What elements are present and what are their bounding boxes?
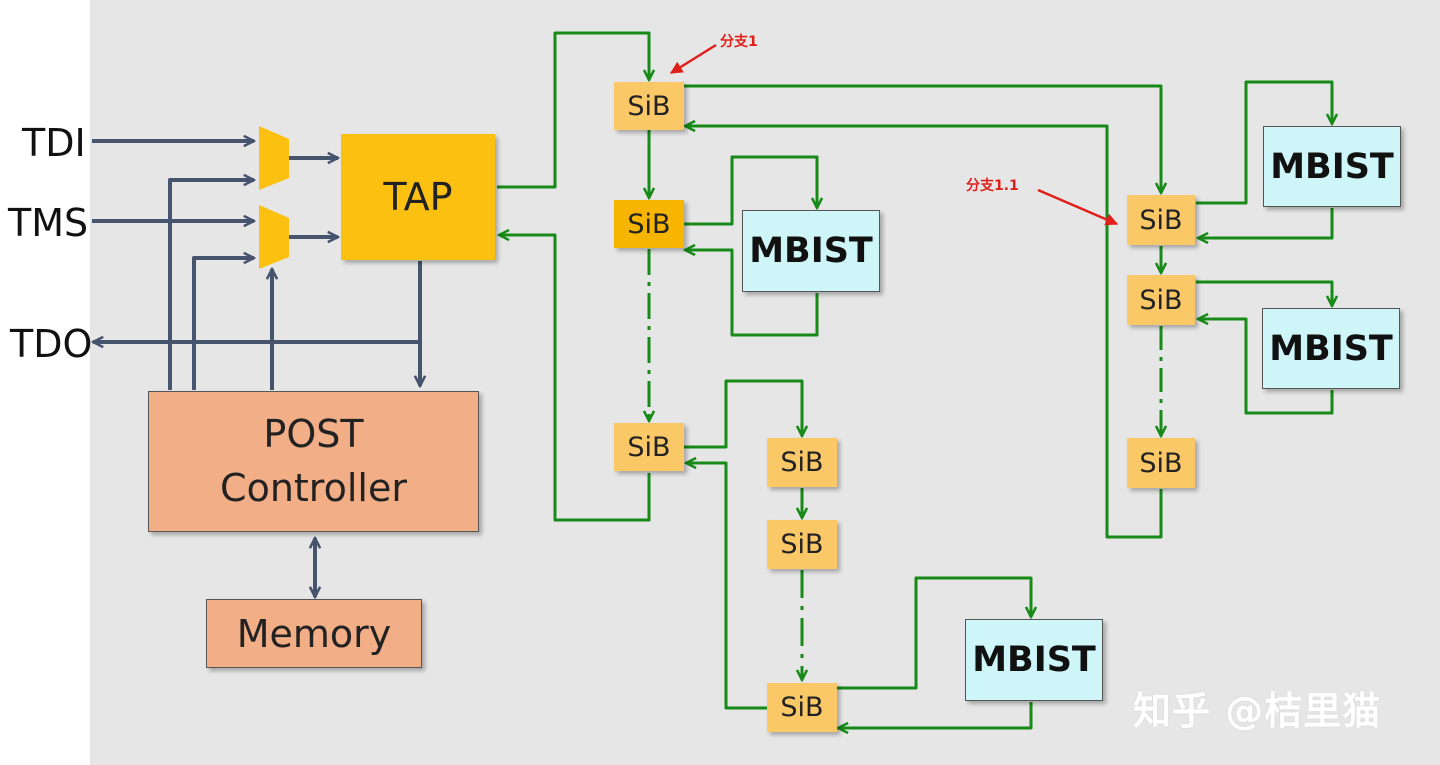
control-wires bbox=[92, 141, 420, 597]
tap-label: TAP bbox=[383, 175, 453, 219]
post-to-mux1-wire bbox=[168, 180, 254, 390]
post-to-mux2-wire bbox=[192, 258, 254, 390]
sib-label: SiB bbox=[1139, 447, 1183, 479]
mbist-3: MBIST bbox=[1262, 308, 1400, 389]
annotation-pointers bbox=[669, 43, 1119, 226]
mbist-label: MBIST bbox=[1269, 328, 1393, 369]
post-controller-label-line2: Controller bbox=[220, 465, 407, 510]
sib-9: SiB bbox=[1127, 438, 1195, 488]
sib-6: SiB bbox=[767, 683, 837, 732]
mbist-1: MBIST bbox=[742, 210, 880, 292]
sib3-to-sib7-wire bbox=[684, 379, 802, 449]
mbist-label: MBIST bbox=[749, 231, 873, 271]
post-controller: POST Controller bbox=[148, 391, 479, 532]
sib4-to-mbist2-wire bbox=[1196, 80, 1332, 205]
post-controller-label-line1: POST bbox=[263, 411, 364, 456]
tdo-port-label: TDO bbox=[10, 322, 93, 366]
mux-tdi bbox=[259, 126, 289, 190]
tap-to-sib1-wire bbox=[497, 31, 649, 189]
sib-5: SiB bbox=[767, 520, 837, 569]
sib-label: SiB bbox=[780, 447, 824, 478]
sib3-return-to-tap-wire bbox=[499, 235, 651, 522]
mux-tms bbox=[259, 205, 289, 269]
sib5-to-mbist3-wire bbox=[1196, 280, 1332, 306]
sib-label: SiB bbox=[780, 692, 824, 723]
mbist4-return-wire bbox=[838, 702, 1033, 728]
sib1-to-sib4-wire bbox=[684, 84, 1161, 193]
multiplexers bbox=[259, 126, 289, 269]
branch1-1-annotation: 分支1.1 bbox=[966, 178, 1019, 194]
branch1-pointer bbox=[669, 43, 717, 75]
mbist-label: MBIST bbox=[972, 640, 1096, 680]
sib-4: SiB bbox=[767, 438, 837, 487]
sib-label: SiB bbox=[1139, 204, 1183, 236]
branch1-annotation: 分支1 bbox=[720, 34, 758, 50]
sib2-to-mbist1-wire bbox=[684, 155, 817, 226]
memory-block: Memory bbox=[206, 599, 422, 668]
sib-label: SiB bbox=[627, 431, 671, 463]
tap-controller: TAP bbox=[341, 134, 495, 260]
sib9-to-mbist4-wire bbox=[837, 576, 1031, 690]
watermark: 知乎 @桔里猫 bbox=[1133, 689, 1382, 733]
mbist1-return-wire bbox=[685, 250, 819, 337]
tdi-port-label: TDI bbox=[22, 121, 86, 165]
sib9-return-to-sib3-wire bbox=[686, 463, 768, 710]
scan-path-wires bbox=[497, 31, 1334, 728]
mbist-4: MBIST bbox=[965, 619, 1103, 701]
sib-label: SiB bbox=[1139, 284, 1183, 316]
sib-label: SiB bbox=[780, 529, 824, 560]
branch11-pointer bbox=[1037, 188, 1119, 226]
mbist3-return-wire bbox=[1198, 319, 1334, 415]
sib-3: SiB bbox=[614, 423, 684, 471]
memory-label: Memory bbox=[236, 611, 392, 656]
sib-label: SiB bbox=[627, 90, 671, 122]
branch11-return-wire bbox=[685, 126, 1163, 539]
sib-8: SiB bbox=[1127, 275, 1195, 325]
mbist-label: MBIST bbox=[1270, 146, 1394, 187]
sib-2: SiB bbox=[614, 200, 684, 248]
mbist2-return-wire bbox=[1198, 208, 1334, 238]
mbist-2: MBIST bbox=[1263, 126, 1401, 207]
sib-branch1-1: SiB bbox=[1127, 195, 1195, 245]
sib-branch1: SiB bbox=[614, 82, 684, 130]
sib-label: SiB bbox=[627, 208, 671, 240]
tms-port-label: TMS bbox=[8, 201, 89, 245]
